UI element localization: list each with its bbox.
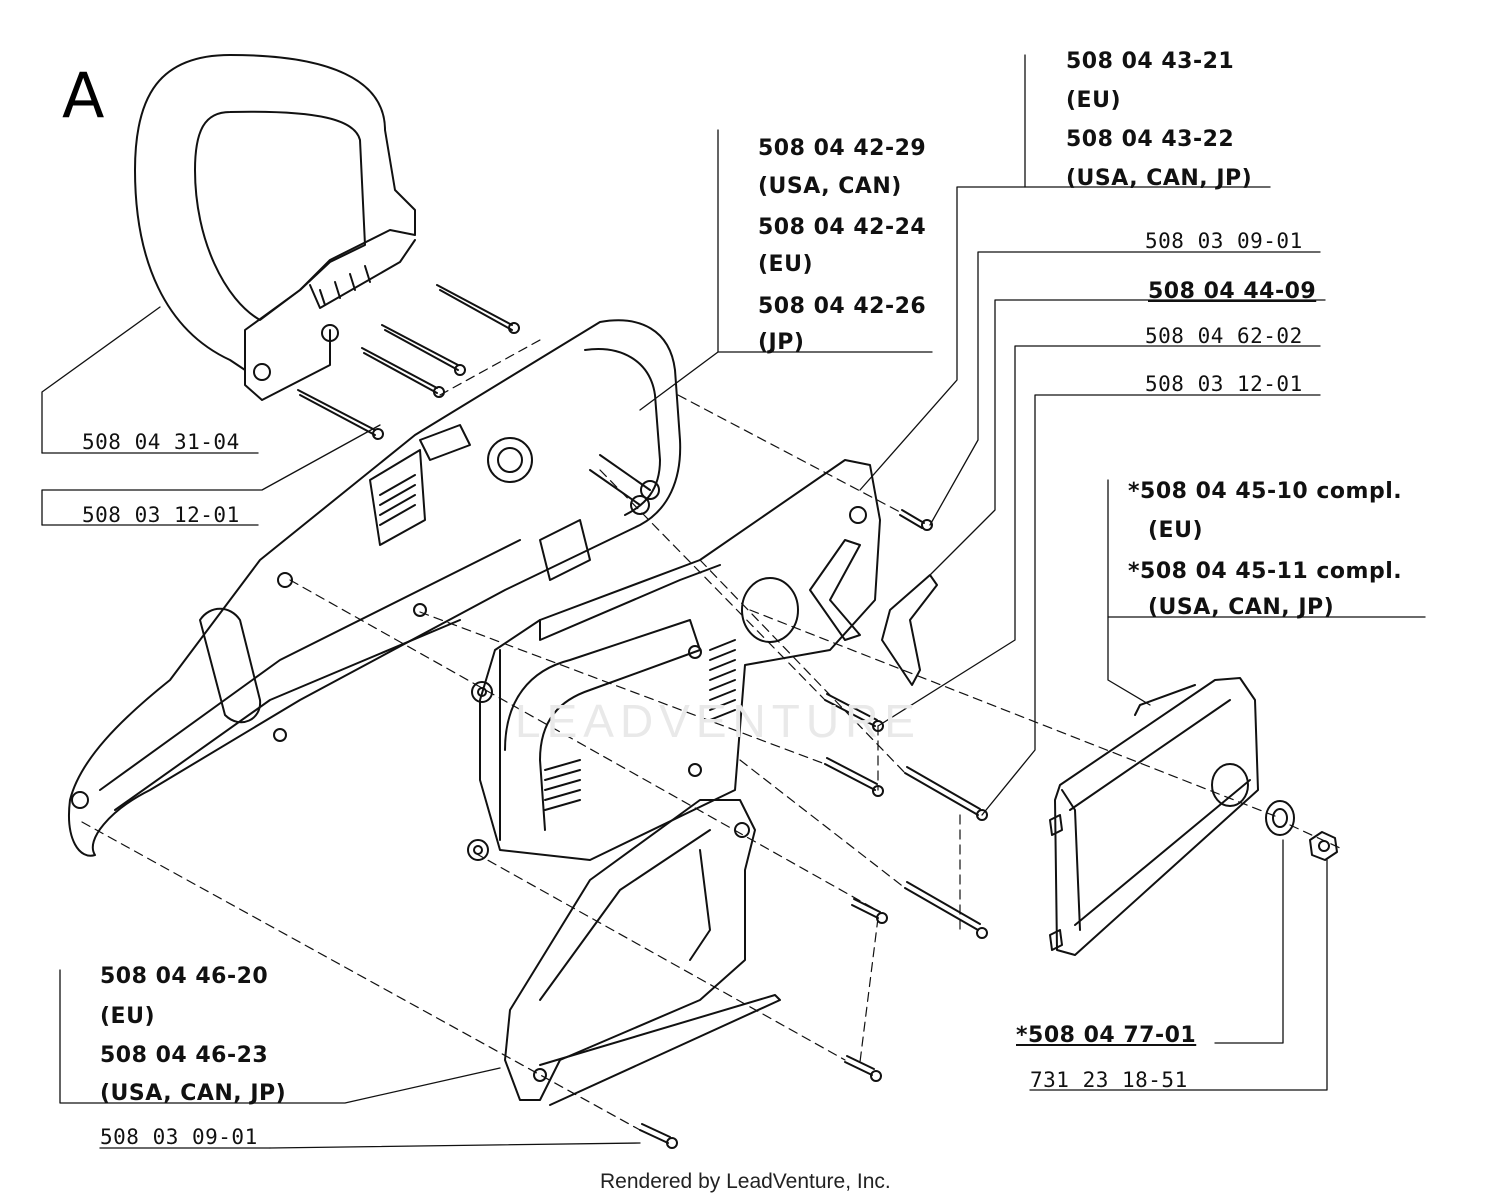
callout-region-usa-can: (USA, CAN) <box>758 174 902 199</box>
callout-region-usa-can-jp: (USA, CAN, JP) <box>1066 166 1253 191</box>
callout-rear-handle-eu[interactable]: 508 04 46-20 <box>100 964 269 989</box>
callout-screw-b[interactable]: 508 04 62-02 <box>1145 324 1303 348</box>
callout-washer[interactable]: *508 04 77-01 <box>1016 1023 1197 1048</box>
callout-housing-jp[interactable]: 508 04 42-26 <box>758 294 927 319</box>
callout-housing-right-usa[interactable]: 508 04 43-22 <box>1066 127 1235 152</box>
front-handle <box>134 54 416 401</box>
callout-region-cover-eu: (EU) <box>1148 518 1204 543</box>
rear-handle <box>504 799 781 1106</box>
footer-credit: Rendered by LeadVenture, Inc. <box>600 1170 891 1193</box>
callout-nut[interactable]: 731 23 18-51 <box>1030 1068 1188 1092</box>
callout-region-eu: (EU) <box>758 252 814 277</box>
callout-screw-a[interactable]: 508 03 09-01 <box>1145 229 1303 253</box>
small-screw-and-bracket <box>881 509 938 686</box>
callout-housing-eu[interactable]: 508 04 42-24 <box>758 215 927 240</box>
motor-housing <box>467 459 881 861</box>
callout-rear-handle-usa[interactable]: 508 04 46-23 <box>100 1043 269 1068</box>
callout-region-jp: (JP) <box>758 330 805 355</box>
handle-screws <box>297 284 520 440</box>
callout-handle-part[interactable]: 508 04 31-04 <box>82 430 240 454</box>
callout-cover-usa[interactable]: *508 04 45-11 compl. <box>1128 559 1403 584</box>
washer-and-nut <box>1265 800 1338 861</box>
leader-lines <box>41 54 1426 1149</box>
chain-cover <box>1049 677 1259 956</box>
callout-housing-usa-can[interactable]: 508 04 42-29 <box>758 136 927 161</box>
callout-cover-eu[interactable]: *508 04 45-10 compl. <box>1128 479 1403 504</box>
callout-region-rear-eu: (EU) <box>100 1004 156 1029</box>
callout-handle-screw[interactable]: 508 03 12-01 <box>82 503 240 527</box>
callout-region-eu-right: (EU) <box>1066 88 1122 113</box>
callout-rear-screw[interactable]: 508 03 09-01 <box>100 1125 258 1149</box>
alignment-lines <box>81 339 1341 1131</box>
callout-screw-c[interactable]: 508 03 12-01 <box>1145 372 1303 396</box>
callout-region-cover-usa: (USA, CAN, JP) <box>1148 595 1335 620</box>
callout-bracket[interactable]: 508 04 44-09 <box>1148 279 1317 304</box>
callout-housing-right-eu[interactable]: 508 04 43-21 <box>1066 49 1235 74</box>
section-letter: A <box>62 59 105 132</box>
main-housing <box>68 319 682 857</box>
watermark-text: LEADVENTURE <box>515 695 921 747</box>
assembly-screws <box>639 693 988 1149</box>
callout-region-rear-usa: (USA, CAN, JP) <box>100 1081 287 1106</box>
